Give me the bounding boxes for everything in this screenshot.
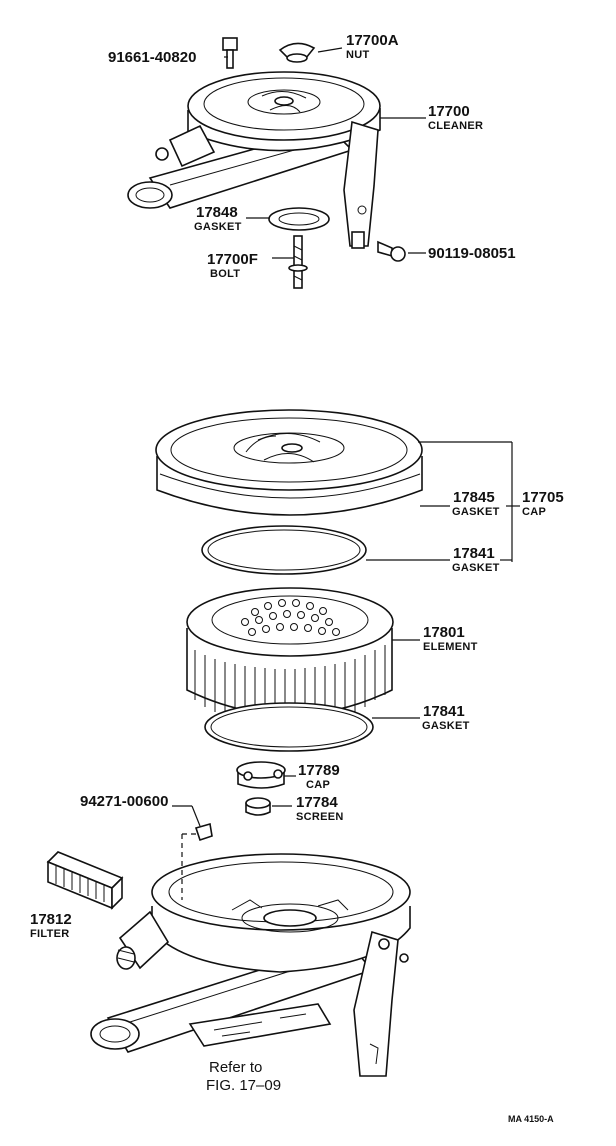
- label-name-screen: SCREEN: [296, 811, 344, 823]
- air-cleaner-assembly-top: [127, 71, 381, 249]
- clip-part: [194, 822, 213, 842]
- label-name-gasket-top: GASKET: [194, 221, 242, 233]
- label-number-filter: 17812: [30, 911, 72, 928]
- bolt-right-part: [377, 240, 406, 262]
- label-number-cleaner: 17700: [428, 103, 470, 120]
- filter-part: [46, 851, 124, 910]
- label-name-small-cap: CAP: [306, 779, 330, 791]
- label-number-bolt-f: 17700F: [207, 251, 258, 268]
- label-number-gasket-cap: 17845: [453, 489, 495, 506]
- label-name-gasket-cap: GASKET: [452, 506, 500, 518]
- label-name-gasket-upper: GASKET: [452, 562, 500, 574]
- label-number-screen: 17784: [296, 794, 338, 811]
- label-number-gasket-upper: 17841: [453, 545, 495, 562]
- air-cleaner-case-part: [90, 853, 411, 1077]
- label-number-bolt-right: 90119-08051: [428, 245, 516, 262]
- label-number-cap-assembly: 17705: [522, 489, 564, 506]
- label-number-gasket-lower: 17841: [423, 703, 465, 720]
- element-pleats: [194, 645, 386, 725]
- reference-line-1: Refer to: [209, 1059, 262, 1076]
- bolt-f-part: [288, 235, 308, 289]
- label-name-filter: FILTER: [30, 928, 69, 940]
- label-number-gasket-top: 17848: [196, 204, 238, 221]
- label-number-nut: 17700A: [346, 32, 399, 49]
- gasket-top-part: [268, 207, 330, 231]
- element-part: [186, 587, 394, 725]
- gasket-ring-lower-part: [204, 702, 374, 752]
- label-name-bolt-f: BOLT: [210, 268, 240, 280]
- label-name-gasket-lower: GASKET: [422, 720, 470, 732]
- label-name-element: ELEMENT: [423, 641, 478, 653]
- gasket-ring-upper-part: [201, 525, 367, 575]
- label-number-element: 17801: [423, 624, 465, 641]
- screen-part: [245, 797, 271, 816]
- small-cap-part: [236, 761, 286, 789]
- label-name-cap-assembly: CAP: [522, 506, 546, 518]
- reference-line-2: FIG. 17–09: [206, 1077, 281, 1094]
- cap-assembly-part: [155, 409, 423, 516]
- bolt-top-part: [222, 37, 238, 69]
- label-name-cleaner: CLEANER: [428, 120, 483, 132]
- label-number-small-cap: 17789: [298, 762, 340, 779]
- footer-code: MA 4150-A: [508, 1114, 554, 1124]
- element-mesh: [241, 599, 340, 636]
- wing-nut-part: [278, 42, 316, 63]
- label-number-bolt-top: 91661-40820: [108, 49, 196, 66]
- label-name-nut: NUT: [346, 49, 370, 61]
- label-number-clip: 94271-00600: [80, 793, 168, 810]
